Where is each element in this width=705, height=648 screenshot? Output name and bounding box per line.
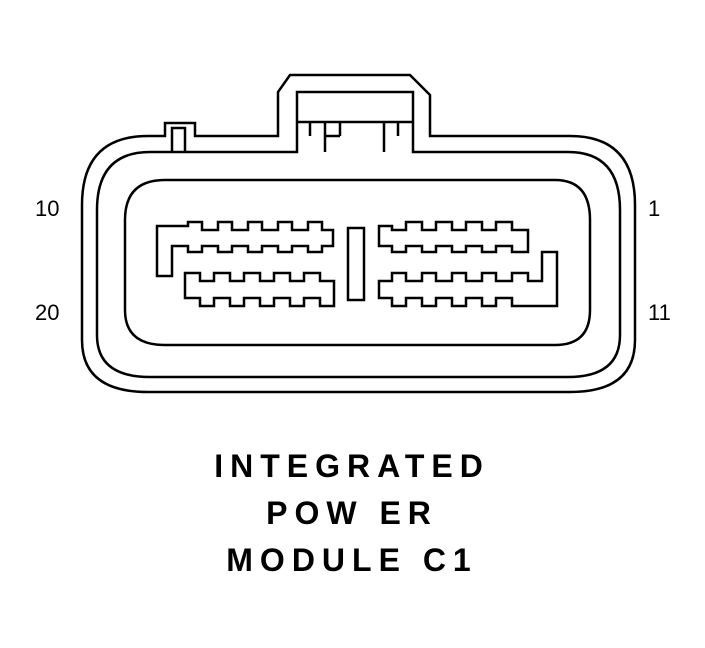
left-lower-terminal-row [183, 271, 336, 308]
pin-label-1: 1 [648, 196, 660, 221]
housing-outer-shell [80, 73, 637, 394]
pin-label-10: 10 [35, 196, 59, 221]
caption-line-2: POW ER [266, 495, 438, 531]
left-terminal-block [155, 220, 336, 308]
top-tab-keyways [297, 120, 413, 152]
right-upper-terminal-row [377, 220, 530, 254]
connector-housing [80, 73, 637, 394]
diagram-caption: INTEGRATED POW ER MODULE C1 [214, 448, 490, 578]
caption-line-3: MODULE C1 [226, 542, 477, 578]
housing-inner-shell [95, 90, 622, 379]
pin-label-20: 20 [35, 300, 59, 325]
terminal-cavity-face [123, 178, 592, 347]
center-polarizing-key [346, 226, 366, 302]
right-terminal-block [377, 220, 559, 308]
caption-line-1: INTEGRATED [214, 448, 490, 484]
left-upper-terminal-row [155, 220, 335, 278]
pin-label-11: 11 [648, 300, 671, 325]
right-lower-terminal-row [377, 250, 559, 308]
